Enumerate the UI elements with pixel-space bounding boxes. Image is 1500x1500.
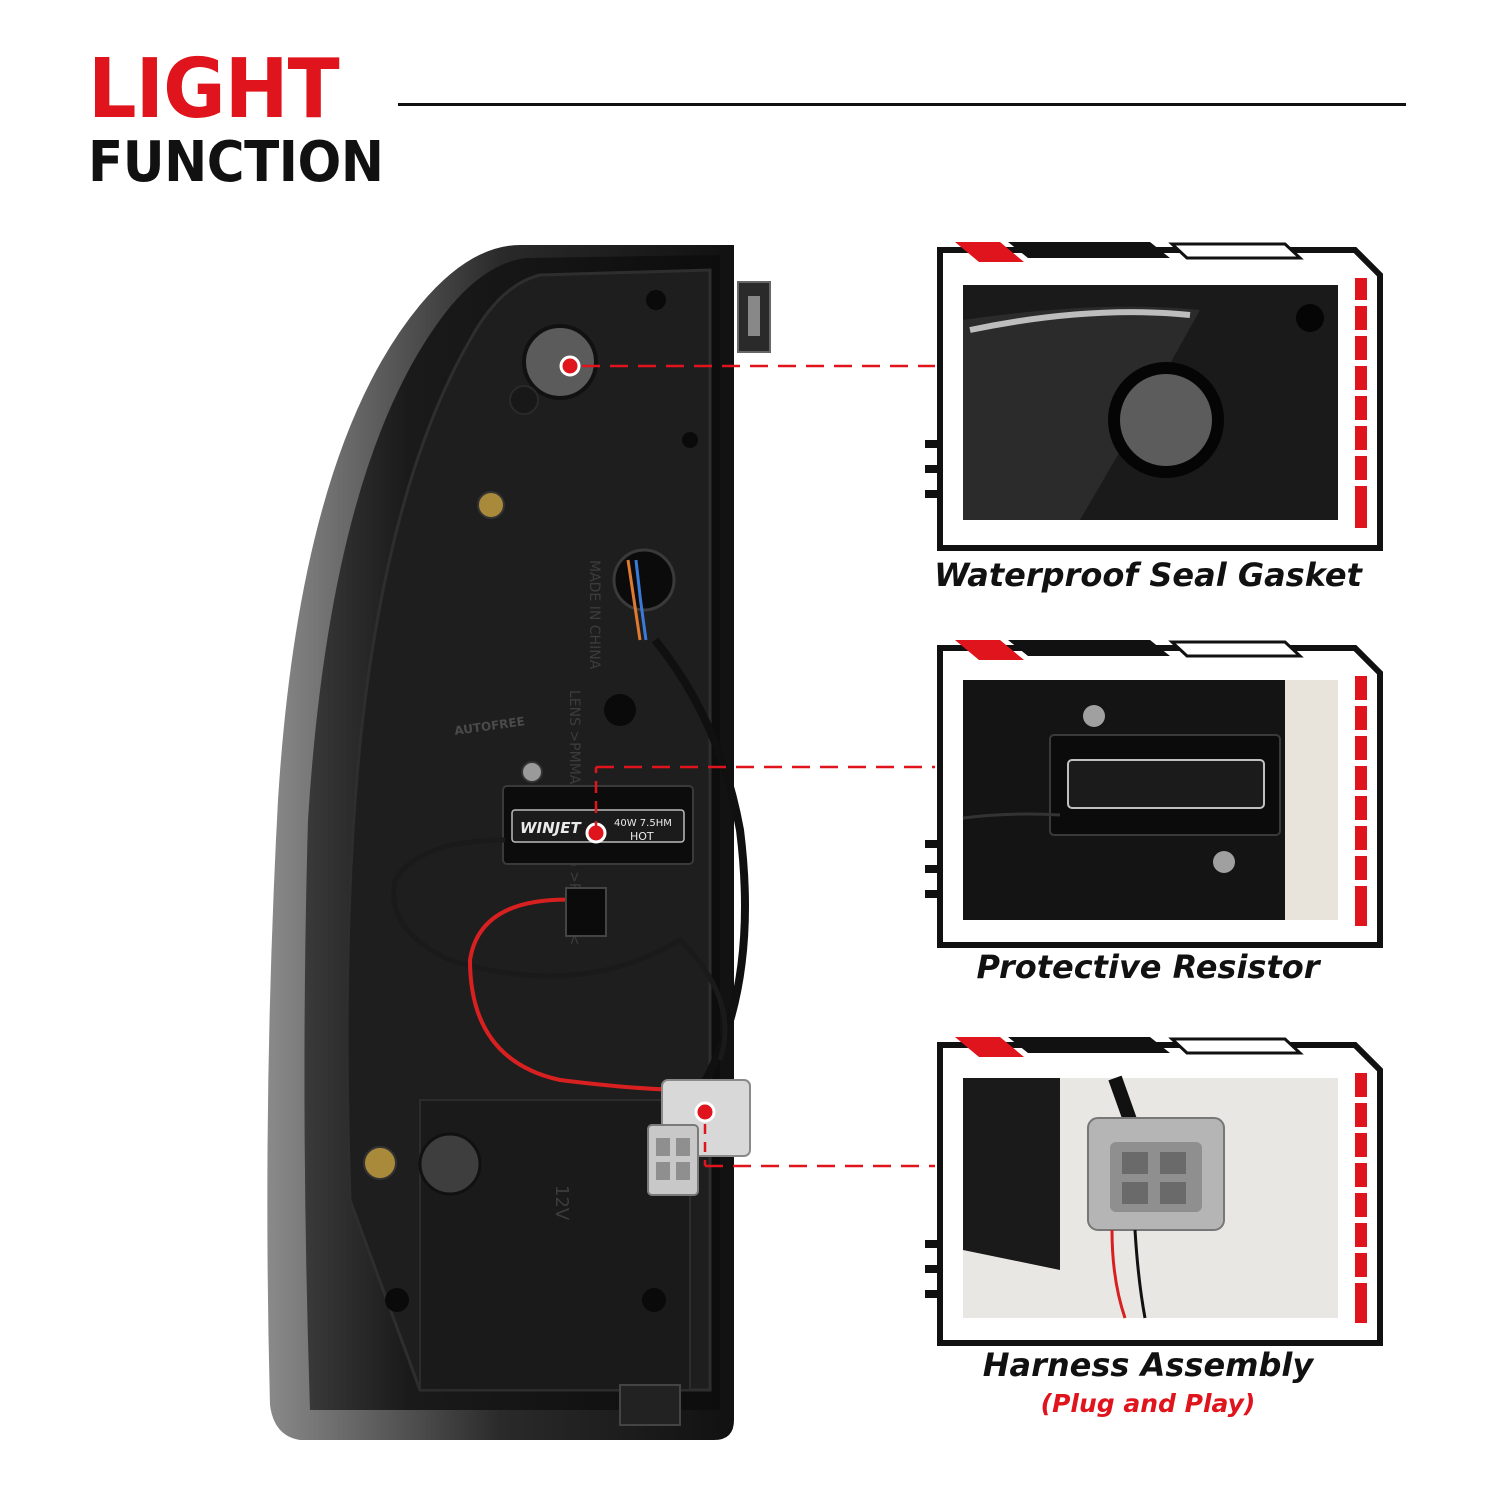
svg-text:MADE IN CHINA: MADE IN CHINA: [586, 560, 602, 670]
resistor-warning: HOT: [630, 830, 654, 843]
wire-harness: [651, 637, 749, 1093]
callout-marker-gasket: [559, 355, 581, 377]
section-heading: LIGHT FUNCTION: [88, 48, 409, 194]
heading-divider: [398, 103, 1406, 106]
mounting-stud: [477, 491, 505, 519]
detail-panel-harness: [925, 1037, 1383, 1346]
feature-label-gasket: Waterproof Seal Gasket: [934, 556, 1362, 594]
callout-marker-harness: [694, 1101, 716, 1123]
detail-panel-gasket: [925, 242, 1383, 551]
voltage-mark: 12V: [551, 1185, 572, 1221]
gasket-plug: [522, 324, 598, 400]
resistor-brand: WINJET: [520, 819, 583, 837]
resistor-spec: 40W 7.5HM: [614, 818, 672, 829]
feature-note-harness: (Plug and Play): [1040, 1389, 1256, 1418]
feature-label-resistor: Protective Resistor: [976, 948, 1320, 986]
tail-light-back-view: LENS >PMMA< HOUSING >PC/ABS< MADE IN CHI…: [267, 245, 771, 1440]
heading-line-light: LIGHT: [88, 42, 340, 137]
heading-line-function: FUNCTION: [88, 130, 384, 195]
feature-label-harness: Harness Assembly: [982, 1346, 1314, 1384]
detail-panel-resistor: [925, 640, 1383, 948]
